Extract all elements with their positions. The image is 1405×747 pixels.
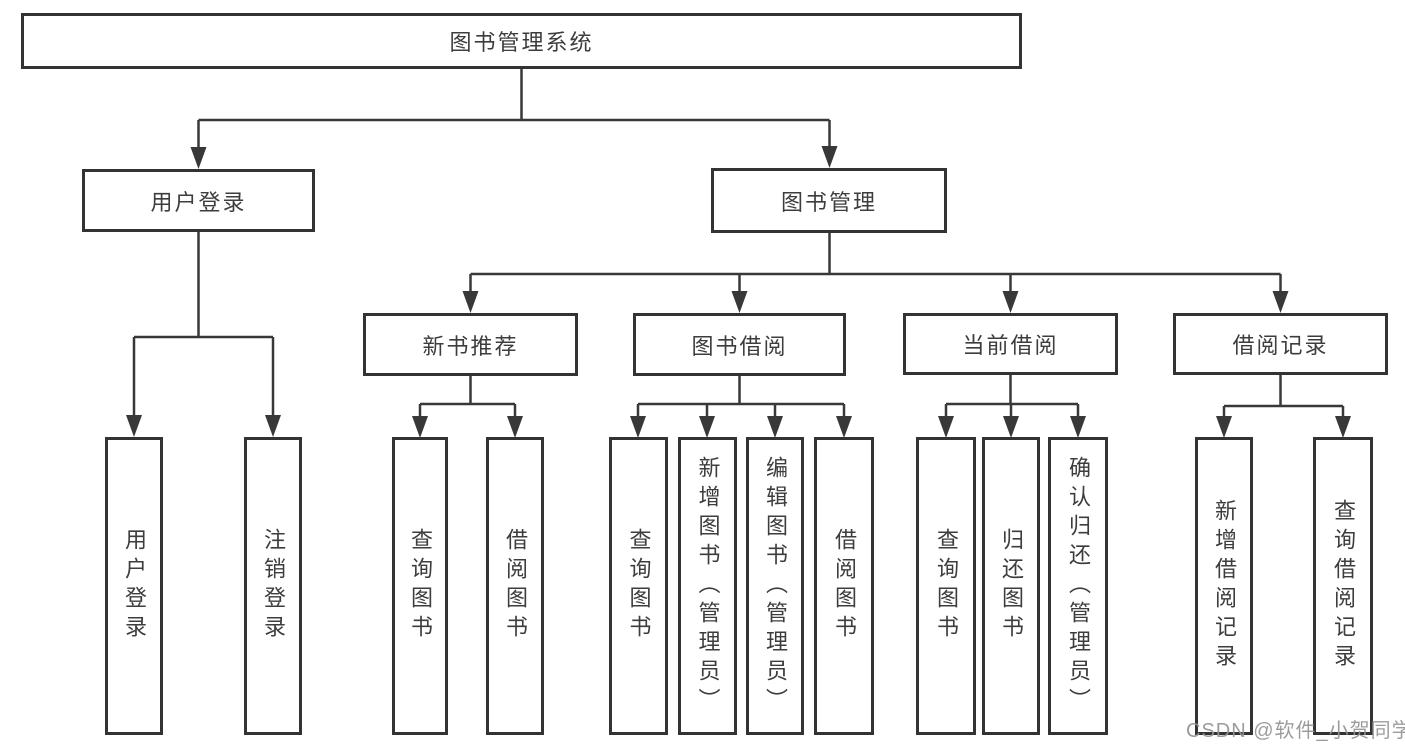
arrow-down-icon — [1003, 416, 1019, 438]
arrow-down-icon — [1002, 291, 1019, 313]
leaf-records-add-record: 新增借阅记录 — [1195, 437, 1253, 735]
leaf-label: 归还图书 — [999, 528, 1024, 644]
leaf-label: 编辑图书（管理员） — [763, 455, 788, 717]
leaf-recommend-query-books: 查询图书 — [392, 437, 448, 735]
arrow-down-icon — [836, 416, 852, 438]
node-new-book-recommend: 新书推荐 — [363, 313, 578, 376]
leaf-user-login: 用户登录 — [105, 437, 163, 735]
csdn-watermark: CSDN @软件_小贺同学 — [1186, 720, 1405, 742]
node-current-borrow: 当前借阅 — [903, 313, 1118, 375]
arrow-down-icon — [1335, 416, 1351, 438]
node-user-login: 用户登录 — [82, 169, 315, 232]
leaf-current-query-books: 查询图书 — [916, 437, 976, 735]
arrow-down-icon — [126, 415, 142, 437]
leaf-label: 查询借阅记录 — [1331, 499, 1356, 673]
arrow-down-icon — [938, 416, 954, 438]
leaf-borrow-edit-books-admin: 编辑图书（管理员） — [746, 437, 804, 735]
leaf-label: 查询图书 — [408, 528, 433, 644]
leaf-current-return-books: 归还图书 — [982, 437, 1040, 735]
arrow-down-icon — [767, 416, 783, 438]
arrow-down-icon — [190, 147, 207, 169]
node-root-system: 图书管理系统 — [21, 13, 1022, 69]
leaf-label: 用户登录 — [122, 528, 147, 644]
arrow-down-icon — [699, 416, 715, 438]
arrow-down-icon — [731, 291, 748, 313]
connector-segments — [132, 68, 1345, 418]
leaf-label: 注销登录 — [261, 528, 286, 644]
leaf-label: 借阅图书 — [832, 528, 857, 644]
arrow-down-icon — [1216, 416, 1232, 438]
leaf-current-confirm-return-admin: 确认归还（管理员） — [1048, 437, 1108, 735]
leaf-label: 确认归还（管理员） — [1066, 455, 1091, 717]
leaf-label: 借阅图书 — [503, 528, 528, 644]
leaf-borrow-add-books-admin: 新增图书（管理员） — [678, 437, 737, 735]
arrow-down-icon — [265, 415, 281, 437]
leaf-label: 查询图书 — [934, 528, 959, 644]
leaf-label: 新增借阅记录 — [1212, 499, 1237, 673]
arrowheads — [126, 146, 1351, 438]
arrow-down-icon — [412, 416, 428, 438]
leaf-label: 查询图书 — [626, 528, 652, 644]
arrow-down-icon — [1272, 291, 1289, 313]
leaf-logout: 注销登录 — [244, 437, 302, 735]
arrow-down-icon — [462, 291, 479, 313]
arrow-down-icon — [821, 146, 838, 168]
node-book-management: 图书管理 — [711, 168, 947, 233]
arrow-down-icon — [630, 416, 646, 438]
node-borrow-records: 借阅记录 — [1173, 313, 1388, 375]
arrow-down-icon — [1070, 416, 1086, 438]
node-book-borrow: 图书借阅 — [633, 313, 846, 376]
arrow-down-icon — [507, 416, 523, 438]
leaf-records-query-record: 查询借阅记录 — [1313, 437, 1373, 735]
leaf-borrow-borrow-books: 借阅图书 — [814, 437, 874, 735]
leaf-label: 新增图书（管理员） — [695, 455, 721, 717]
leaf-borrow-query-books: 查询图书 — [609, 437, 668, 735]
leaf-recommend-borrow-books: 借阅图书 — [486, 437, 544, 735]
